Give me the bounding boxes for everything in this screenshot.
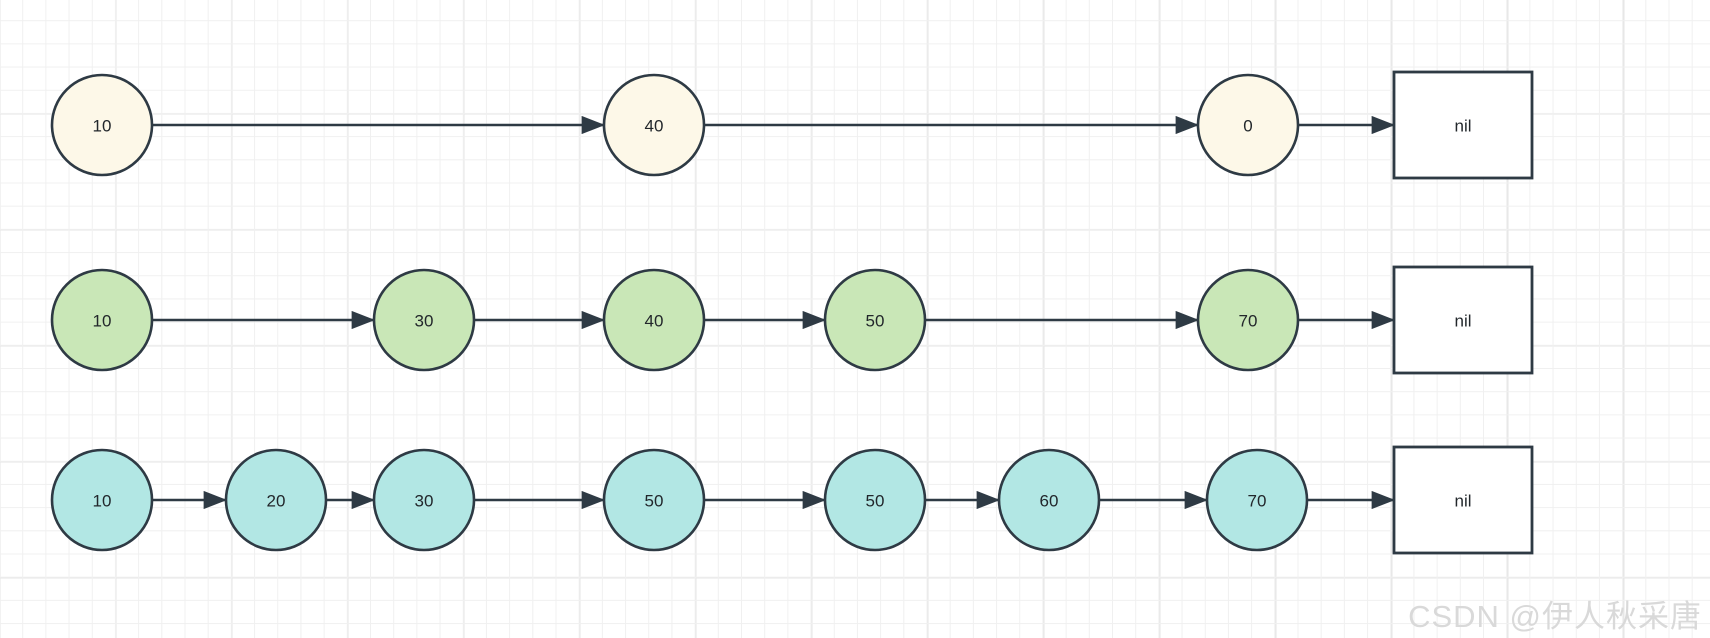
node-label: 50: [866, 492, 885, 511]
node-label: 50: [866, 312, 885, 331]
node-circle: [372, 268, 476, 372]
node-label: 50: [645, 492, 664, 511]
node-circle: [1205, 448, 1309, 552]
node-label: 20: [267, 492, 286, 511]
list-node[interactable]: 50: [823, 448, 927, 552]
list-node[interactable]: 50: [823, 268, 927, 372]
list-node[interactable]: 50: [602, 448, 706, 552]
node-circle: [602, 448, 706, 552]
node-circle: [823, 268, 927, 372]
list-node[interactable]: 40: [602, 268, 706, 372]
node-label: 30: [415, 492, 434, 511]
nil-box: [1392, 265, 1534, 375]
node-circle: [50, 73, 154, 177]
nil-box: [1392, 445, 1534, 555]
list-node[interactable]: 10: [50, 268, 154, 372]
nil-label: nil: [1454, 492, 1471, 511]
nil-box: [1392, 70, 1534, 180]
list-node[interactable]: 20: [224, 448, 328, 552]
node-circle: [823, 448, 927, 552]
list-node[interactable]: 10: [50, 448, 154, 552]
node-label: 10: [93, 312, 112, 331]
list-node[interactable]: 60: [997, 448, 1101, 552]
node-label: 0: [1243, 117, 1252, 136]
node-circle: [50, 448, 154, 552]
nil-label: nil: [1454, 312, 1471, 331]
node-label: 60: [1040, 492, 1059, 511]
node-circle: [602, 268, 706, 372]
list-node[interactable]: 30: [372, 448, 476, 552]
list-node[interactable]: 10: [50, 73, 154, 177]
node-label: 30: [415, 312, 434, 331]
nil-terminator[interactable]: nil: [1392, 265, 1534, 375]
edges-layer: [152, 115, 1396, 510]
node-label: 40: [645, 117, 664, 136]
node-circle: [372, 448, 476, 552]
list-node[interactable]: 70: [1196, 268, 1300, 372]
nil-terminator[interactable]: nil: [1392, 445, 1534, 555]
list-node[interactable]: 0: [1196, 73, 1300, 177]
node-label: 70: [1239, 312, 1258, 331]
list-node[interactable]: 30: [372, 268, 476, 372]
node-circle: [50, 268, 154, 372]
node-circle: [997, 448, 1101, 552]
node-circle: [1196, 73, 1300, 177]
node-label: 40: [645, 312, 664, 331]
nil-label: nil: [1454, 117, 1471, 136]
node-circle: [602, 73, 706, 177]
node-label: 10: [93, 117, 112, 136]
nil-terminator[interactable]: nil: [1392, 70, 1534, 180]
node-circle: [224, 448, 328, 552]
node-label: 10: [93, 492, 112, 511]
node-circle: [1196, 268, 1300, 372]
list-node[interactable]: 70: [1205, 448, 1309, 552]
nodes-layer: 10 40 0 nil 10 30 40 50 70 nil 10 20 30 50 50 60 70 nil: [50, 70, 1534, 555]
node-label: 70: [1248, 492, 1267, 511]
list-node[interactable]: 40: [602, 73, 706, 177]
